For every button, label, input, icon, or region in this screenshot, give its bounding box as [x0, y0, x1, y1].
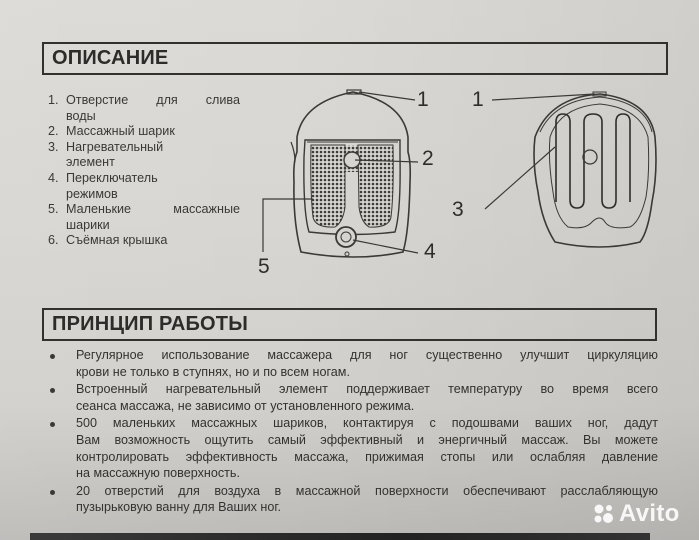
avito-dots-icon	[594, 504, 613, 523]
part-text: режимов	[66, 186, 118, 201]
principle-line: Встроенный нагревательный элемент поддер…	[76, 382, 658, 397]
bullet-icon	[50, 489, 55, 495]
principle-line: на массажную поверхность.	[76, 466, 240, 481]
callout-1-bottom: 1	[472, 88, 484, 111]
callout-3: 3	[452, 198, 464, 221]
parts-list: 1. Отверстие для слива воды 2. Массажный…	[48, 93, 240, 249]
callout-4: 4	[424, 240, 436, 263]
principle-line: сеанса массажа, не зависимо от установле…	[76, 398, 415, 413]
bullet-icon	[50, 422, 55, 428]
part-text: Нагревательный	[66, 139, 164, 154]
principle-line: 500 маленьких массажных шариков, контакт…	[76, 416, 658, 431]
principle-list: Регулярное использование массажера для н…	[42, 347, 658, 517]
part-number: 4.	[48, 170, 59, 185]
part-number: 5.	[48, 202, 59, 217]
part-number: 3.	[48, 139, 59, 154]
principle-line: крови не только в ступнях, но и по всем …	[76, 364, 350, 379]
principle-line: 20 отверстий для воздуха в массажной пов…	[76, 483, 658, 498]
principle-item: 500 маленьких массажных шариков, контакт…	[42, 415, 658, 481]
principle-line: контролировать эффективность массажа, пр…	[76, 449, 658, 464]
principle-item: Регулярное использование массажера для н…	[42, 347, 658, 380]
part-text: Маленькие массажные	[66, 202, 240, 217]
principle-line: Регулярное использование массажера для н…	[76, 348, 658, 362]
part-item: 6. Съёмная крышка	[48, 233, 240, 249]
description-heading: ОПИСАНИЕ	[52, 47, 169, 69]
principle-item: 20 отверстий для воздуха в массажной пов…	[42, 483, 658, 516]
part-text: элемент	[66, 155, 115, 170]
part-number: 1.	[48, 93, 59, 107]
principle-line: пузырьковую ванну для Ваших ног.	[76, 500, 281, 515]
part-text: Переключатель	[66, 170, 158, 185]
principle-line: Вам возможность ощутить самый эффективны…	[76, 432, 658, 447]
part-number: 6.	[48, 233, 59, 248]
principle-item: Встроенный нагревательный элемент поддер…	[42, 381, 658, 414]
part-text: Массажный шарик	[66, 124, 175, 139]
callout-2: 2	[422, 147, 434, 170]
principle-heading: ПРИНЦИП РАБОТЫ	[52, 313, 249, 335]
avito-watermark: Avito	[592, 500, 680, 528]
callout-5: 5	[258, 255, 270, 278]
part-text: Отверстие для слива	[66, 93, 240, 107]
part-text: шарики	[66, 217, 110, 232]
part-item: 5. Маленькие массажные шарики	[48, 202, 240, 233]
bullet-icon	[50, 354, 55, 359]
part-text: воды	[66, 108, 96, 123]
bullet-icon	[50, 388, 55, 394]
part-text: Съёмная крышка	[66, 233, 168, 248]
description-heading-box: ОПИСАНИЕ	[42, 42, 668, 75]
part-item: 4. Переключатель режимов	[48, 171, 240, 202]
principle-heading-box: ПРИНЦИП РАБОТЫ	[42, 308, 657, 341]
part-item: 2. Массажный шарик	[48, 124, 240, 140]
massager-bottom-view-diagram	[484, 91, 657, 248]
part-item: 1. Отверстие для слива воды	[48, 93, 240, 124]
photo-edge-shadow	[30, 533, 650, 540]
part-item: 3. Нагревательный элемент	[48, 140, 240, 171]
massager-top-view-diagram	[262, 89, 419, 258]
avito-logo-text: Avito	[619, 500, 680, 527]
part-number: 2.	[48, 124, 59, 139]
callout-1-top: 1	[417, 88, 429, 111]
